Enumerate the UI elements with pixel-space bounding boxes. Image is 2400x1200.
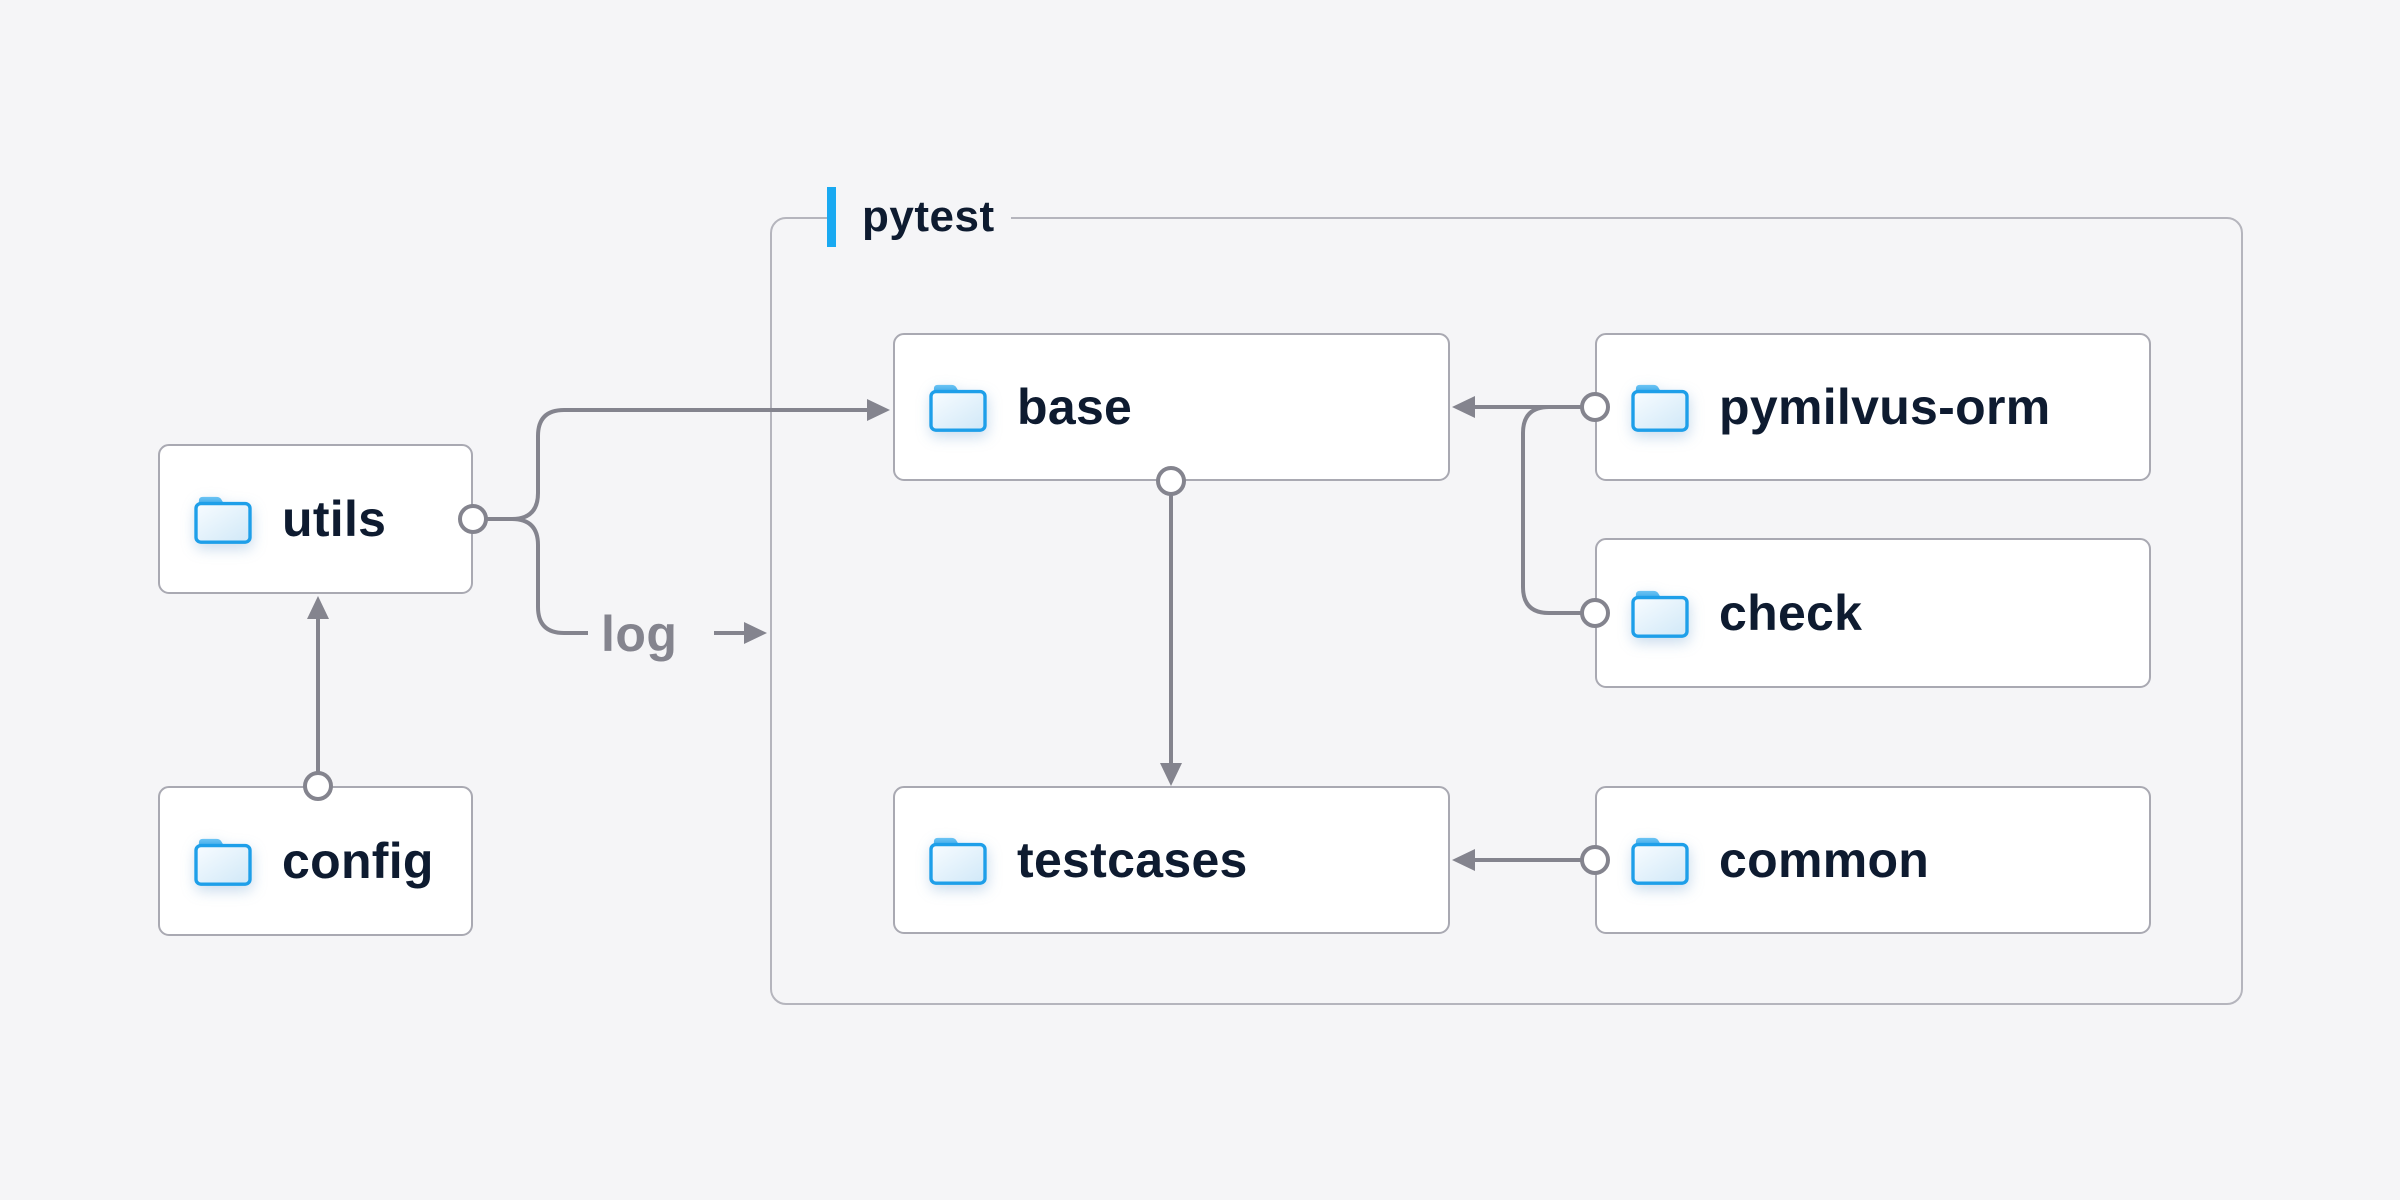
folder-icon xyxy=(190,834,256,888)
folder-icon xyxy=(925,380,991,434)
edge-label-log: log xyxy=(601,606,678,662)
node-base: base xyxy=(893,333,1450,481)
folder-icon xyxy=(1627,380,1693,434)
node-check: check xyxy=(1595,538,2151,688)
folder-icon xyxy=(1627,586,1693,640)
folder-icon xyxy=(1627,833,1693,887)
node-label-common: common xyxy=(1719,832,1930,888)
node-label-base: base xyxy=(1017,379,1133,435)
accent-bar xyxy=(827,187,836,247)
node-utils: utils xyxy=(158,444,473,594)
node-pymilvus-orm: pymilvus-orm xyxy=(1595,333,2151,481)
node-testcases: testcases xyxy=(893,786,1450,934)
folder-icon xyxy=(925,833,991,887)
node-label-config: config xyxy=(282,833,434,889)
node-label-testcases: testcases xyxy=(1017,832,1248,888)
node-config: config xyxy=(158,786,473,936)
pytest-container xyxy=(770,217,2243,1005)
edge-log-pytest-arrowhead xyxy=(744,622,767,644)
pytest-label-text: pytest xyxy=(862,192,995,241)
node-common: common xyxy=(1595,786,2151,934)
node-label-check: check xyxy=(1719,585,1863,641)
node-label-pymilvus-orm: pymilvus-orm xyxy=(1719,379,2051,435)
node-label-utils: utils xyxy=(282,491,387,547)
edge-config-utils-arrowhead xyxy=(307,596,329,619)
folder-icon xyxy=(190,492,256,546)
pytest-container-label: pytest xyxy=(827,187,1011,247)
edge-utils-log xyxy=(486,517,588,635)
